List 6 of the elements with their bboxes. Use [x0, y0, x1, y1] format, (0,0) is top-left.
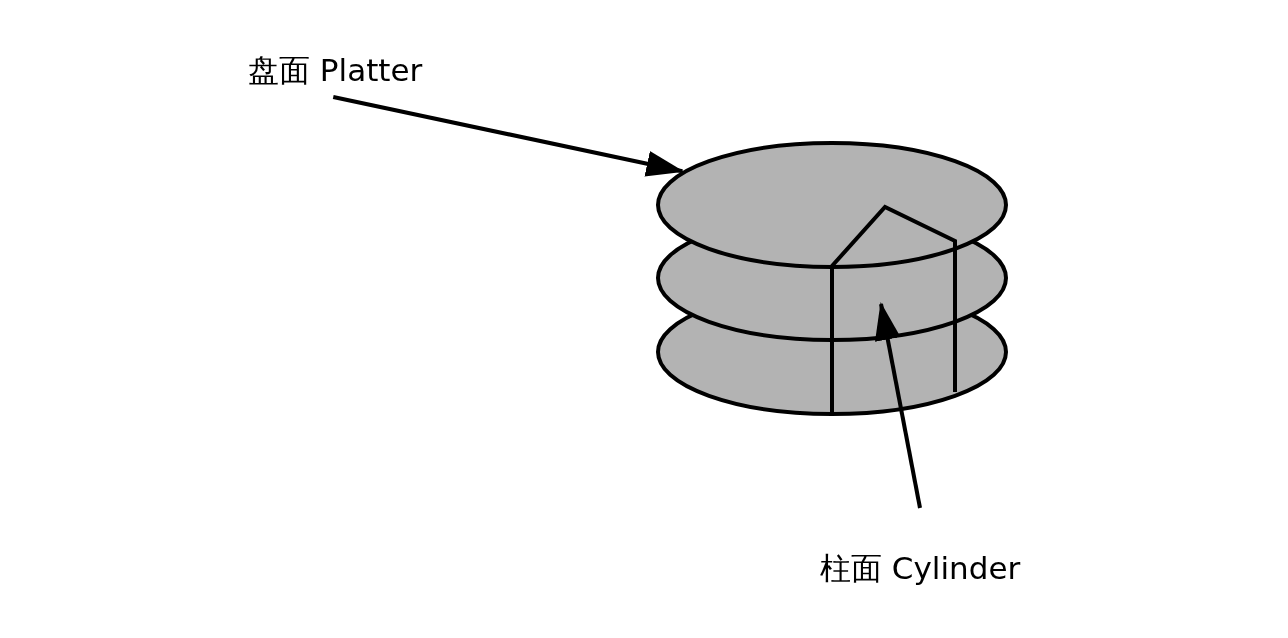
callout-label: 柱面 Cylinder: [820, 550, 1021, 588]
callout-label: 盘面 Platter: [248, 52, 423, 90]
cylinder-outline: [830, 204, 957, 413]
arrow: [332, 95, 685, 177]
arrow: [875, 302, 922, 509]
platter-ellipse: [656, 141, 1008, 269]
